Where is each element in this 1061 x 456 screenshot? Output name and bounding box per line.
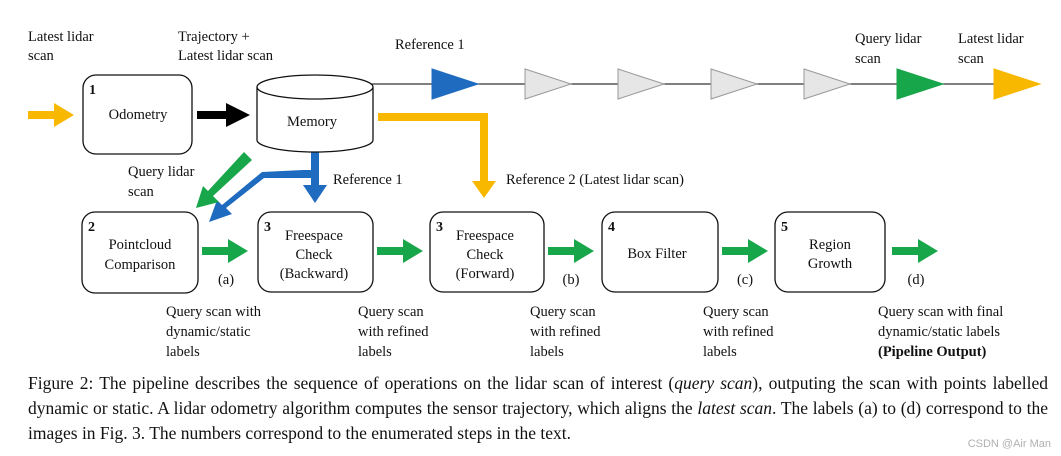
freespace-backward-label-line2: Check [295, 247, 333, 263]
reference1-label: Reference 1 [333, 172, 403, 188]
stage-d-arrow [892, 239, 938, 263]
stage-b-arrow [548, 239, 594, 263]
output-a-label-line2: dynamic/static [166, 324, 251, 340]
memory-to-backward-arrow [303, 150, 327, 203]
pipeline-output-label: (Pipeline Output) [878, 344, 987, 360]
reference1-timeline-label: Reference 1 [395, 37, 465, 53]
pointcloud-label-line1: Pointcloud [109, 237, 173, 253]
freespace-backward-label-line1: Freespace [285, 228, 343, 244]
stage-a-arrow [202, 239, 248, 263]
caption-part1: Figure 2: The pipeline describes the seq… [28, 373, 675, 393]
region-growth-label-line1: Region [809, 237, 852, 253]
trajectory-label-line2: Latest lidar scan [178, 48, 274, 64]
freespace-forward-label-line3: (Forward) [456, 266, 515, 282]
timeline-scan-triangle [803, 68, 852, 100]
freespace-forward-box [429, 211, 545, 293]
step-number-2: 2 [88, 220, 95, 235]
query-scan-timeline-label-line2: scan [855, 51, 882, 67]
output-a-label-line1: Query scan with [166, 304, 262, 320]
memory-to-pointcloud-green-arrow [196, 152, 252, 208]
output-c-label-line1: Query scan [530, 304, 596, 320]
timeline-scan-triangle [710, 68, 759, 100]
output-a-label-line3: labels [166, 344, 200, 360]
box-filter-box [601, 211, 719, 293]
pointcloud-label-line2: Comparison [105, 257, 177, 273]
freespace-forward-label-line2: Check [466, 247, 504, 263]
timeline-query-scan-triangle [896, 68, 945, 100]
memory-to-forward-arrow [378, 113, 496, 198]
memory-cylinder [256, 74, 374, 153]
step-number-4: 4 [608, 220, 615, 235]
timeline-reference1-triangle [431, 68, 480, 100]
step-number-1: 1 [89, 83, 96, 98]
output-d-label-line3: labels [703, 344, 737, 360]
output-b-label-line3: labels [358, 344, 392, 360]
arrows [28, 103, 938, 263]
odometry-to-memory-arrow [197, 103, 250, 127]
output-b-label-line2: with refined [358, 324, 429, 340]
region-growth-box [774, 211, 886, 293]
latest-scan-timeline-label-line1: Latest lidar [958, 31, 1024, 47]
freespace-backward-label-line3: (Backward) [280, 266, 349, 282]
watermark: CSDN @Air Man [967, 438, 1051, 450]
latest-scan-label-line2: scan [28, 48, 55, 64]
freespace-forward-label-line1: Freespace [456, 228, 514, 244]
stage-ab-arrow [377, 239, 423, 263]
timeline-scan-triangle [524, 68, 573, 100]
stage-label-c: (c) [737, 272, 753, 288]
query-scan-timeline-label-line1: Query lidar [855, 31, 922, 47]
caption-part3: . The labels (a) to (d) correspond to th… [28, 398, 1048, 443]
query-scan-label-line1: Query lidar [128, 164, 195, 180]
memory-to-pointcloud-blue-arrow [209, 170, 311, 222]
memory-label: Memory [287, 114, 338, 130]
pipeline-diagram: Latest lidar scan Trajectory + Latest li… [28, 29, 1042, 360]
caption-latest-scan: latest scan [697, 398, 773, 418]
final-output-label-line1: Query scan with final [878, 304, 1003, 320]
input-scan-arrow [28, 103, 74, 127]
latest-scan-label-line1: Latest lidar [28, 29, 94, 45]
odometry-box [82, 74, 193, 155]
output-c-label-line2: with refined [530, 324, 601, 340]
caption-part2: ), outputing the scan with points labell… [28, 373, 1048, 418]
output-c-label-line3: labels [530, 344, 564, 360]
figure-caption: Figure 2: The pipeline describes the seq… [28, 371, 1048, 446]
final-output-label-line2: dynamic/static labels [878, 324, 1000, 340]
step-number-3-backward: 3 [264, 220, 271, 235]
trajectory-label-line1: Trajectory + [178, 29, 250, 45]
stage-label-b: (b) [563, 272, 580, 288]
timeline-scan-triangle [617, 68, 666, 100]
freespace-backward-box [257, 211, 374, 293]
output-b-label-line1: Query scan [358, 304, 424, 320]
step-number-5: 5 [781, 220, 788, 235]
pointcloud-comparison-box [81, 211, 199, 294]
stage-c-arrow [722, 239, 768, 263]
box-filter-label: Box Filter [627, 246, 686, 262]
region-growth-label-line2: Growth [808, 256, 853, 272]
step-number-3-forward: 3 [436, 220, 443, 235]
stage-label-d: (d) [908, 272, 925, 288]
odometry-label: Odometry [109, 107, 169, 123]
output-d-label-line1: Query scan [703, 304, 769, 320]
caption-query-scan: query scan [674, 373, 753, 393]
stage-label-a: (a) [218, 272, 234, 288]
reference2-label: Reference 2 (Latest lidar scan) [506, 172, 684, 188]
timeline-latest-scan-triangle [993, 68, 1042, 100]
output-d-label-line2: with refined [703, 324, 774, 340]
query-scan-label-line2: scan [128, 184, 155, 200]
latest-scan-timeline-label-line2: scan [958, 51, 985, 67]
